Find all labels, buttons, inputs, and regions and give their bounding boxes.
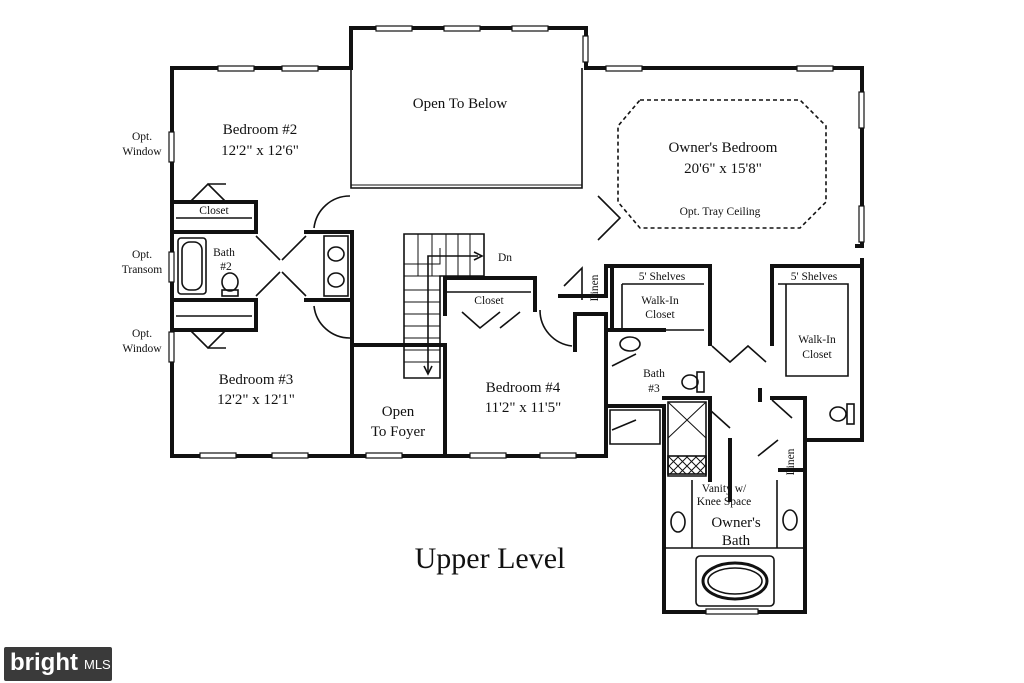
fixtures [177,235,855,607]
bedroom2-dims: 12'2" x 12'6" [221,143,299,159]
closet-b4-label: Closet [474,295,504,307]
stair-down-label: Dn [498,252,512,264]
staircase [403,233,485,379]
walkin-right-label-1: Walk-In [798,334,836,346]
bath3-label-2: #3 [648,383,660,395]
tray-ceiling-note: Opt. Tray Ceiling [680,206,761,218]
watermark-suffix: MLS [84,657,111,672]
opt-window-top-1: Opt. [132,131,152,143]
open-foyer-label-1: Open [382,404,415,420]
tray-ceiling-outline [617,99,827,229]
opt-window-bottom-1: Opt. [132,328,152,340]
shower-bench [667,455,707,475]
bedroom4-dims: 11'2" x 11'5" [485,400,562,416]
plan-title: Upper Level [415,542,566,575]
opt-transom-1: Opt. [132,249,152,261]
room-labels: Open To Below Bedroom #2 12'2" x 12'6" O… [122,96,838,575]
bedroom2-name: Bedroom #2 [223,122,298,138]
opt-window-bottom-2: Window [122,343,162,355]
interior-walls [170,68,864,549]
linen-upper-label: Linen [589,274,601,301]
shelves-right-label: 5' Shelves [791,271,838,283]
opt-transom-2: Transom [122,264,163,276]
bath2-label-1: Bath [213,247,235,259]
windows [168,25,865,615]
walkin-left-label-2: Closet [645,309,675,321]
bright-mls-watermark: bright MLS [4,647,112,681]
closet-b2-label: Closet [199,205,229,217]
walkin-left-label-1: Walk-In [641,295,679,307]
opt-window-top-2: Window [122,146,162,158]
owners-bedroom-name: Owner's Bedroom [669,140,778,156]
bedroom3-dims: 12'2" x 12'1" [217,392,295,408]
doors [189,182,793,457]
bedroom4-name: Bedroom #4 [486,380,561,396]
owners-bedroom-dims: 20'6" x 15'8" [684,161,762,177]
vanity-label-1: Vanity w/ [702,483,747,495]
shelves-left-label: 5' Shelves [639,271,686,283]
owners-bath-label-1: Owner's [711,515,761,531]
open-foyer-label-2: To Foyer [371,424,425,440]
bedroom3-name: Bedroom #3 [219,372,294,388]
open-to-below-label: Open To Below [413,96,508,112]
watermark-brand: bright [10,649,78,676]
linen-lower-label: Linen [785,448,797,475]
walkin-right-label-2: Closet [802,349,832,361]
owners-bath-label-2: Bath [722,533,751,549]
bath2-label-2: #2 [220,261,232,273]
vanity-label-2: Knee Space [697,496,752,508]
bath3-label-1: Bath [643,368,665,380]
